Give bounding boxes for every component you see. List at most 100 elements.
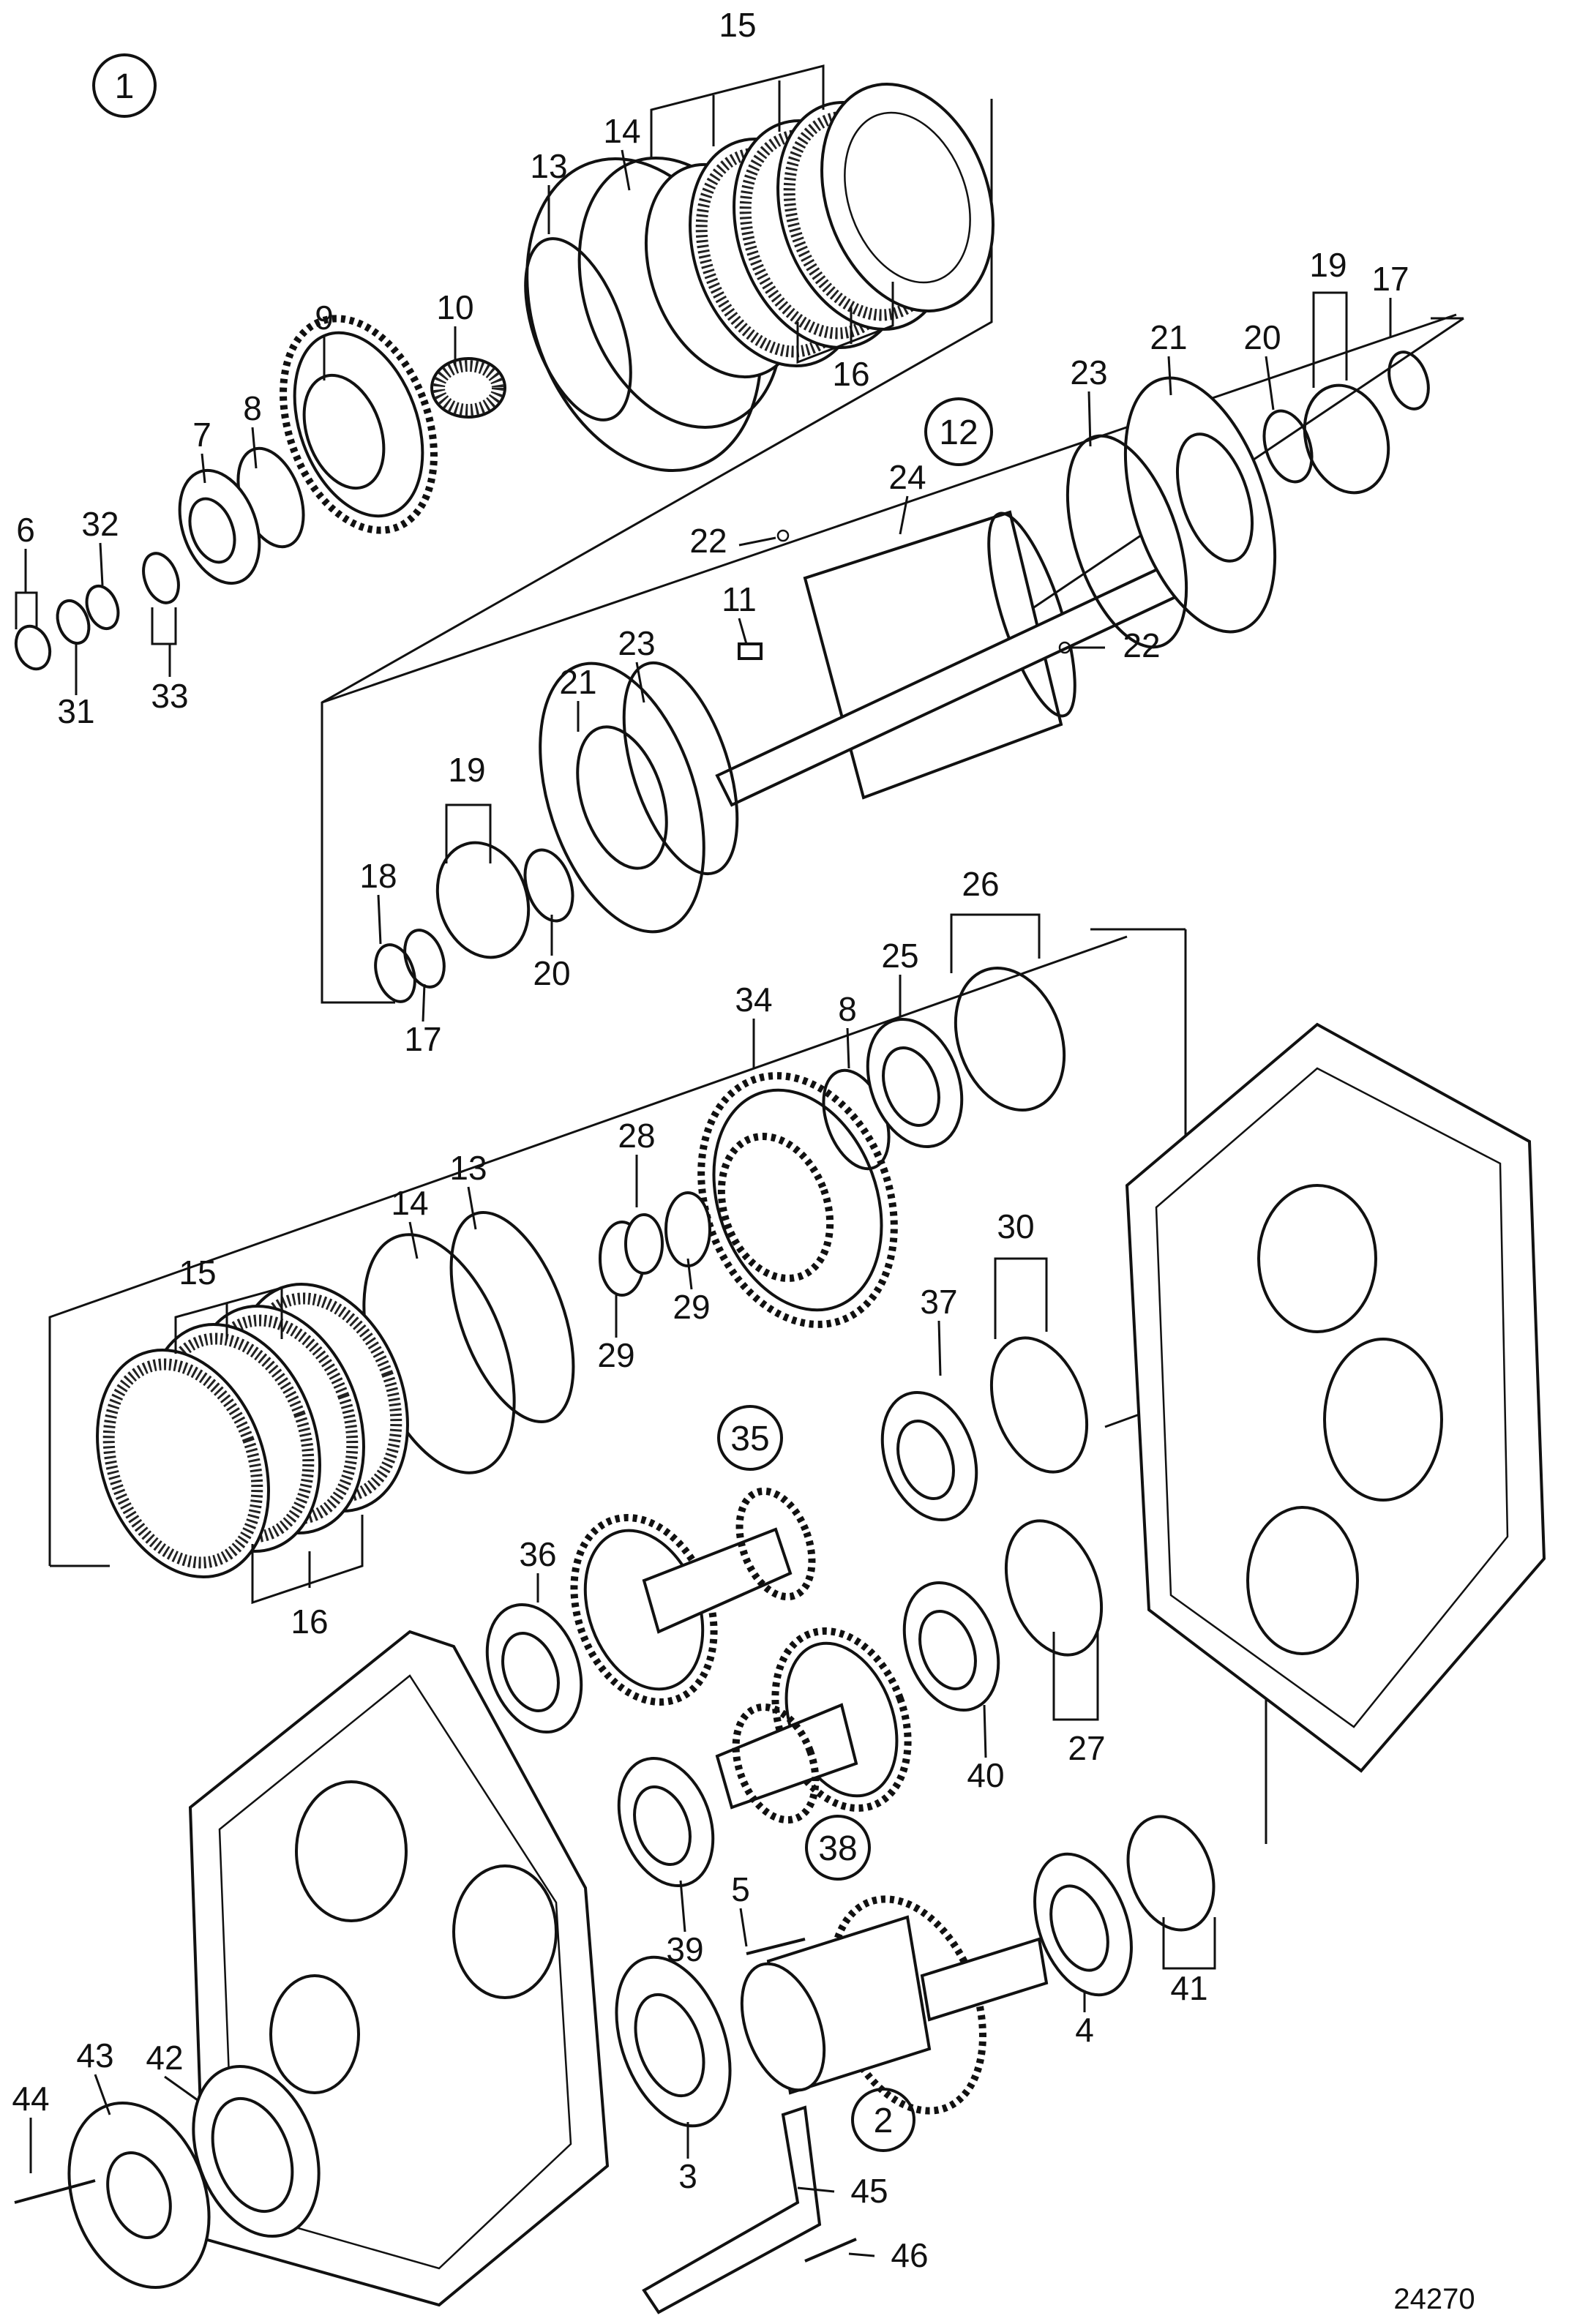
spring-pack-6 [14, 624, 52, 671]
label-39: 39 [666, 1930, 703, 1968]
label-21-right: 21 [1150, 318, 1187, 356]
label-17-left: 17 [404, 1020, 441, 1058]
snap-ring-31 [56, 599, 91, 645]
label-16-top: 16 [832, 355, 869, 393]
drawing-reference-number: 24270 [1393, 2283, 1475, 2315]
label-19-left: 19 [448, 751, 485, 789]
label-8-mid: 8 [838, 990, 857, 1028]
flange-43 [67, 2102, 211, 2289]
label-28: 28 [618, 1117, 655, 1155]
label-32: 32 [81, 505, 119, 543]
svg-text:35: 35 [730, 1420, 769, 1458]
gear-9 [280, 315, 438, 534]
bearing-40 [902, 1581, 1000, 1712]
label-31: 31 [57, 692, 94, 730]
label-29-b: 29 [673, 1288, 710, 1326]
circlip-13-mid [449, 1211, 575, 1423]
label-46: 46 [891, 2236, 928, 2274]
bearing-36 [485, 1603, 583, 1734]
label-41: 41 [1170, 1969, 1207, 2007]
ring-17-left [403, 929, 446, 989]
pin-5 [746, 1938, 806, 1955]
shim-pack-27 [1004, 1519, 1104, 1657]
label-30: 30 [997, 1207, 1034, 1245]
label-23-left: 23 [618, 624, 655, 662]
label-5: 5 [731, 1870, 750, 1908]
label-43: 43 [76, 2036, 113, 2074]
bearing-3 [615, 1955, 732, 2128]
group-circle-12: 12 [924, 397, 993, 466]
label-27: 27 [1068, 1729, 1105, 1767]
svg-text:38: 38 [818, 1829, 857, 1868]
label-15-top: 15 [719, 6, 756, 44]
housing-cover [1125, 1022, 1546, 1773]
output-shaft-2 [740, 1895, 1049, 2115]
key-11 [738, 642, 763, 660]
label-34: 34 [735, 981, 772, 1019]
piston-21-right [1123, 376, 1277, 634]
needle-bearing-29-b [664, 1191, 711, 1267]
label-42: 42 [146, 2039, 183, 2077]
shim-pack-26 [954, 967, 1066, 1112]
pipe-45 [642, 2105, 822, 2314]
label-14-top: 14 [603, 112, 640, 150]
label-13-mid: 13 [449, 1149, 487, 1187]
label-20-left: 20 [533, 954, 570, 992]
label-11: 11 [722, 580, 757, 618]
label-15-mid: 15 [179, 1253, 216, 1292]
ring-20-left [523, 848, 574, 923]
label-36: 36 [519, 1535, 556, 1573]
label-20-right: 20 [1243, 318, 1281, 356]
bearing-37 [880, 1390, 978, 1522]
label-18: 18 [359, 857, 397, 895]
bolt-46 [804, 2238, 857, 2263]
label-14-mid: 14 [391, 1184, 428, 1222]
label-23-right: 23 [1070, 353, 1107, 391]
group-circle-2: 2 [851, 2088, 915, 2152]
snap-ring-33 [142, 552, 180, 604]
shim-pack-30 [989, 1336, 1089, 1474]
part-labels: 15 14 13 9 10 8 7 6 32 31 33 16 19 17 20 [12, 6, 1409, 2274]
shaft-38 [715, 1627, 912, 1824]
label-24: 24 [888, 458, 926, 496]
spring-19-right [1303, 383, 1390, 495]
ring-20-right [1262, 409, 1314, 484]
label-45: 45 [850, 2172, 888, 2210]
circlip-13-top [524, 237, 632, 421]
seal-23-left [622, 661, 739, 876]
group-circle-38: 38 [805, 1815, 871, 1881]
label-26: 26 [962, 865, 999, 903]
svg-text:2: 2 [874, 2102, 894, 2140]
label-8-top: 8 [243, 389, 262, 427]
label-19-right: 19 [1309, 246, 1347, 284]
label-9: 9 [315, 299, 334, 337]
gear-34 [697, 1072, 898, 1328]
svg-text:12: 12 [939, 413, 978, 452]
label-17-right: 17 [1371, 260, 1409, 298]
needle-bearing-10 [430, 357, 506, 419]
label-6: 6 [16, 511, 35, 549]
bolt-44 [14, 2179, 96, 2204]
label-7: 7 [192, 416, 211, 454]
label-33: 33 [151, 677, 188, 715]
label-22-top: 22 [689, 522, 727, 560]
label-25: 25 [881, 937, 918, 975]
ring-17-right [1387, 351, 1430, 411]
bearing-4 [1033, 1852, 1133, 1997]
label-37: 37 [920, 1283, 957, 1321]
label-44: 44 [12, 2080, 49, 2118]
shim-pack-41 [1126, 1815, 1216, 1932]
bearing-7 [178, 468, 261, 585]
svg-text:1: 1 [115, 67, 135, 106]
ring-32 [85, 584, 120, 631]
label-10: 10 [436, 288, 473, 326]
label-3: 3 [678, 2157, 697, 2195]
label-21-left: 21 [559, 663, 596, 701]
group-circle-1: 1 [92, 53, 157, 118]
shaft-35 [570, 1487, 816, 1706]
piston-21-left [539, 661, 705, 934]
label-29-a: 29 [597, 1336, 634, 1374]
group-circle-35: 35 [717, 1405, 783, 1471]
bearing-25 [866, 1017, 964, 1149]
ring-18 [374, 943, 416, 1003]
